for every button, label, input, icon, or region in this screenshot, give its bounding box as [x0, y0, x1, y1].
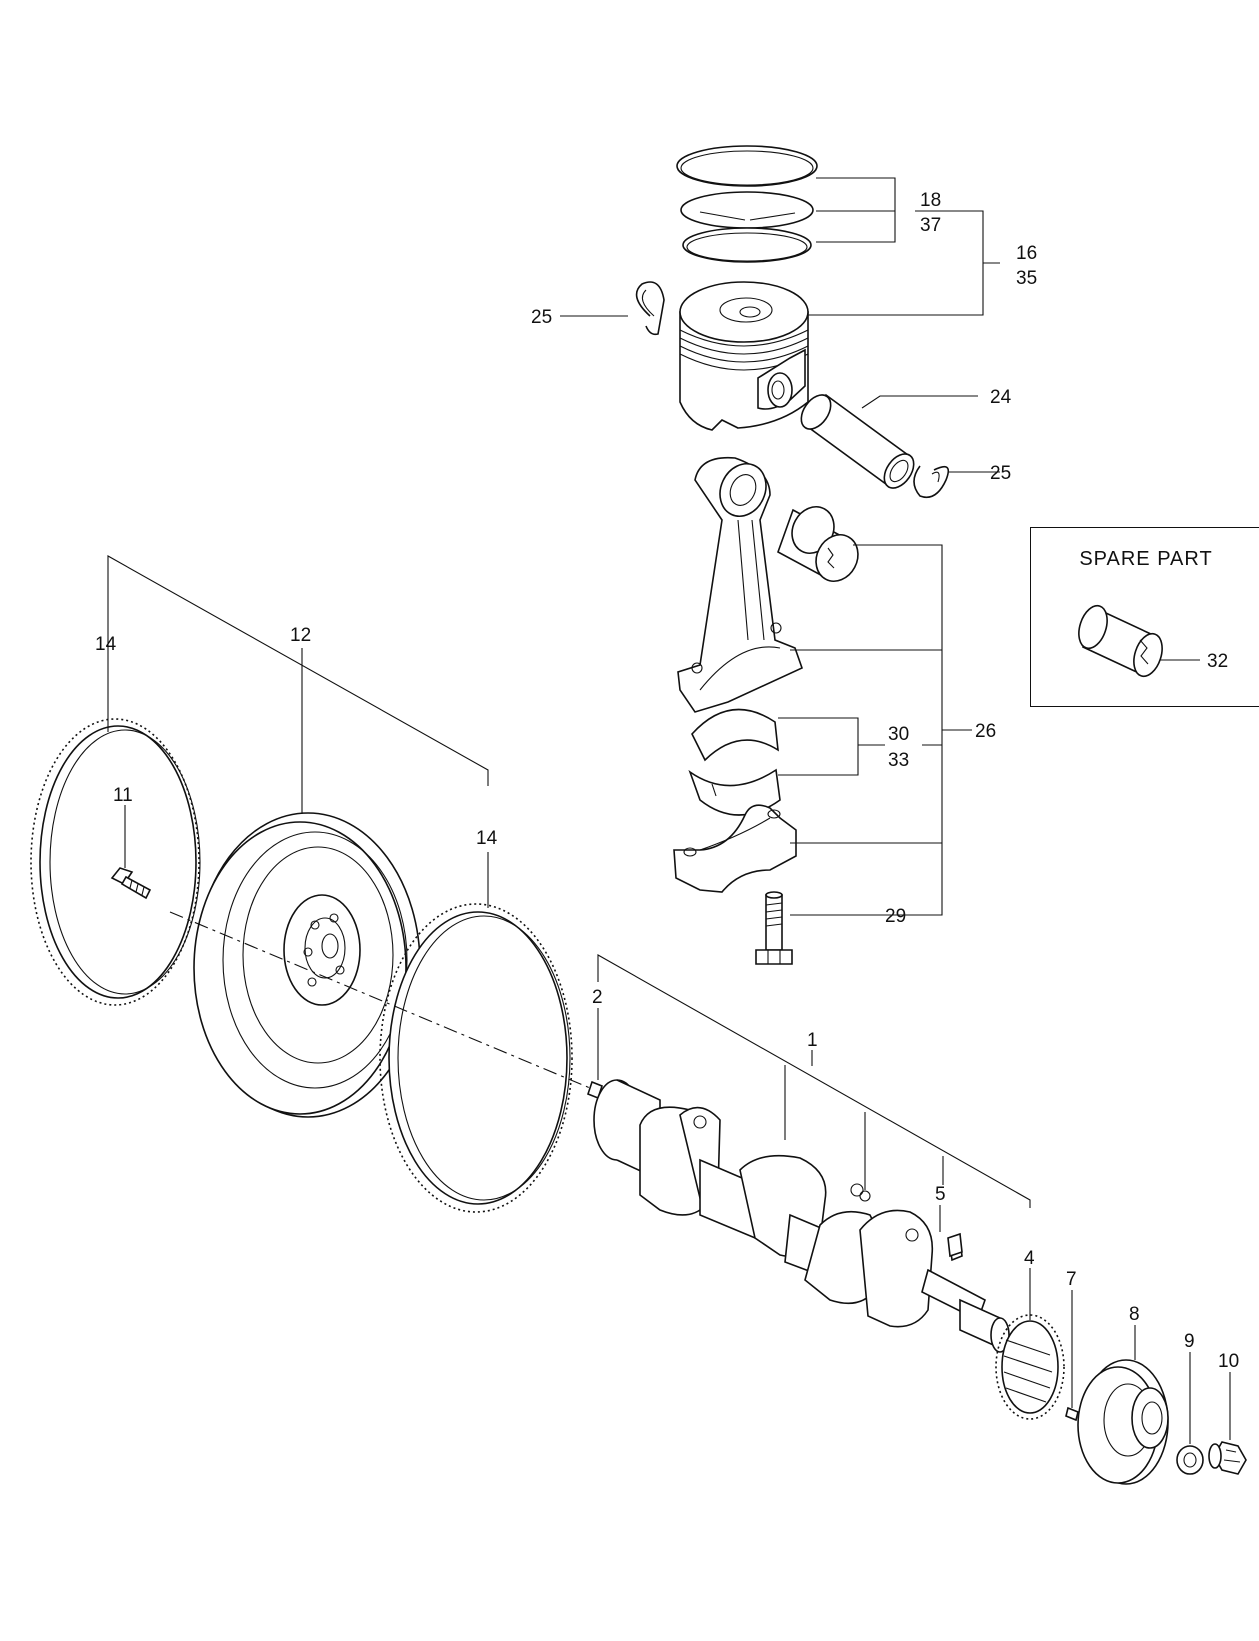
callout-8: 8: [1129, 1304, 1140, 1325]
piston: [679, 281, 809, 431]
crankshaft-key: [947, 1232, 963, 1258]
connecting-rod-cap: [673, 804, 797, 893]
washer: [1176, 1445, 1204, 1475]
flywheel: [193, 812, 421, 1118]
callout-33: 33: [888, 750, 909, 771]
flywheel-bolt: [110, 867, 152, 900]
bearing-shell-lower: [688, 768, 781, 816]
callout-25-right: 25: [990, 463, 1011, 484]
spare-part-title: SPARE PART: [1079, 548, 1213, 570]
connecting-rod-bolt: [755, 891, 793, 965]
piston-pin: [800, 393, 915, 489]
callout-35: 35: [1016, 268, 1037, 289]
piston-rings: [676, 145, 818, 263]
callout-9: 9: [1184, 1331, 1195, 1352]
callout-14-left: 14: [95, 634, 117, 655]
circlip-left: [635, 281, 665, 336]
callout-24: 24: [990, 387, 1012, 408]
bearing-shell-upper: [691, 708, 779, 762]
pulley-bolt: [1208, 1441, 1247, 1475]
crank-axis-centerline: [169, 911, 591, 1089]
callout-18: 18: [920, 190, 941, 211]
callout-numbers: 18 37 16 35 25 24 25 26 30 33 29 32 14 1…: [95, 190, 1239, 1372]
circlip-right: [913, 465, 950, 499]
callout-37: 37: [920, 215, 941, 236]
crankshaft-pulley: [1077, 1359, 1169, 1485]
callout-11: 11: [113, 785, 133, 806]
callout-25-left: 25: [531, 307, 552, 328]
ring-gear-left: [30, 718, 201, 1006]
small-end-bush: [777, 506, 859, 582]
callout-2: 2: [592, 987, 603, 1008]
gear-pin: [1065, 1406, 1079, 1422]
crankshaft: [593, 1079, 1010, 1353]
callout-5: 5: [935, 1184, 946, 1205]
callout-4: 4: [1024, 1248, 1035, 1269]
callout-29: 29: [885, 906, 906, 927]
spare-bush: [1078, 604, 1163, 678]
callout-30: 30: [888, 724, 909, 745]
callout-10: 10: [1218, 1351, 1239, 1372]
callout-7: 7: [1066, 1269, 1077, 1290]
crankshaft-plug: [859, 1190, 871, 1202]
callout-12: 12: [290, 625, 311, 646]
callout-1: 1: [807, 1030, 818, 1051]
leader-lines: [107, 177, 1231, 1444]
callout-16: 16: [1016, 243, 1037, 264]
callout-14-right: 14: [476, 828, 498, 849]
ring-gear-right: [379, 903, 573, 1213]
callout-26: 26: [975, 721, 996, 742]
spare-part-box: SPARE PART: [1030, 527, 1259, 707]
crankshaft-gear: [995, 1314, 1065, 1420]
connecting-rod: [677, 456, 803, 713]
callout-32: 32: [1207, 651, 1228, 672]
